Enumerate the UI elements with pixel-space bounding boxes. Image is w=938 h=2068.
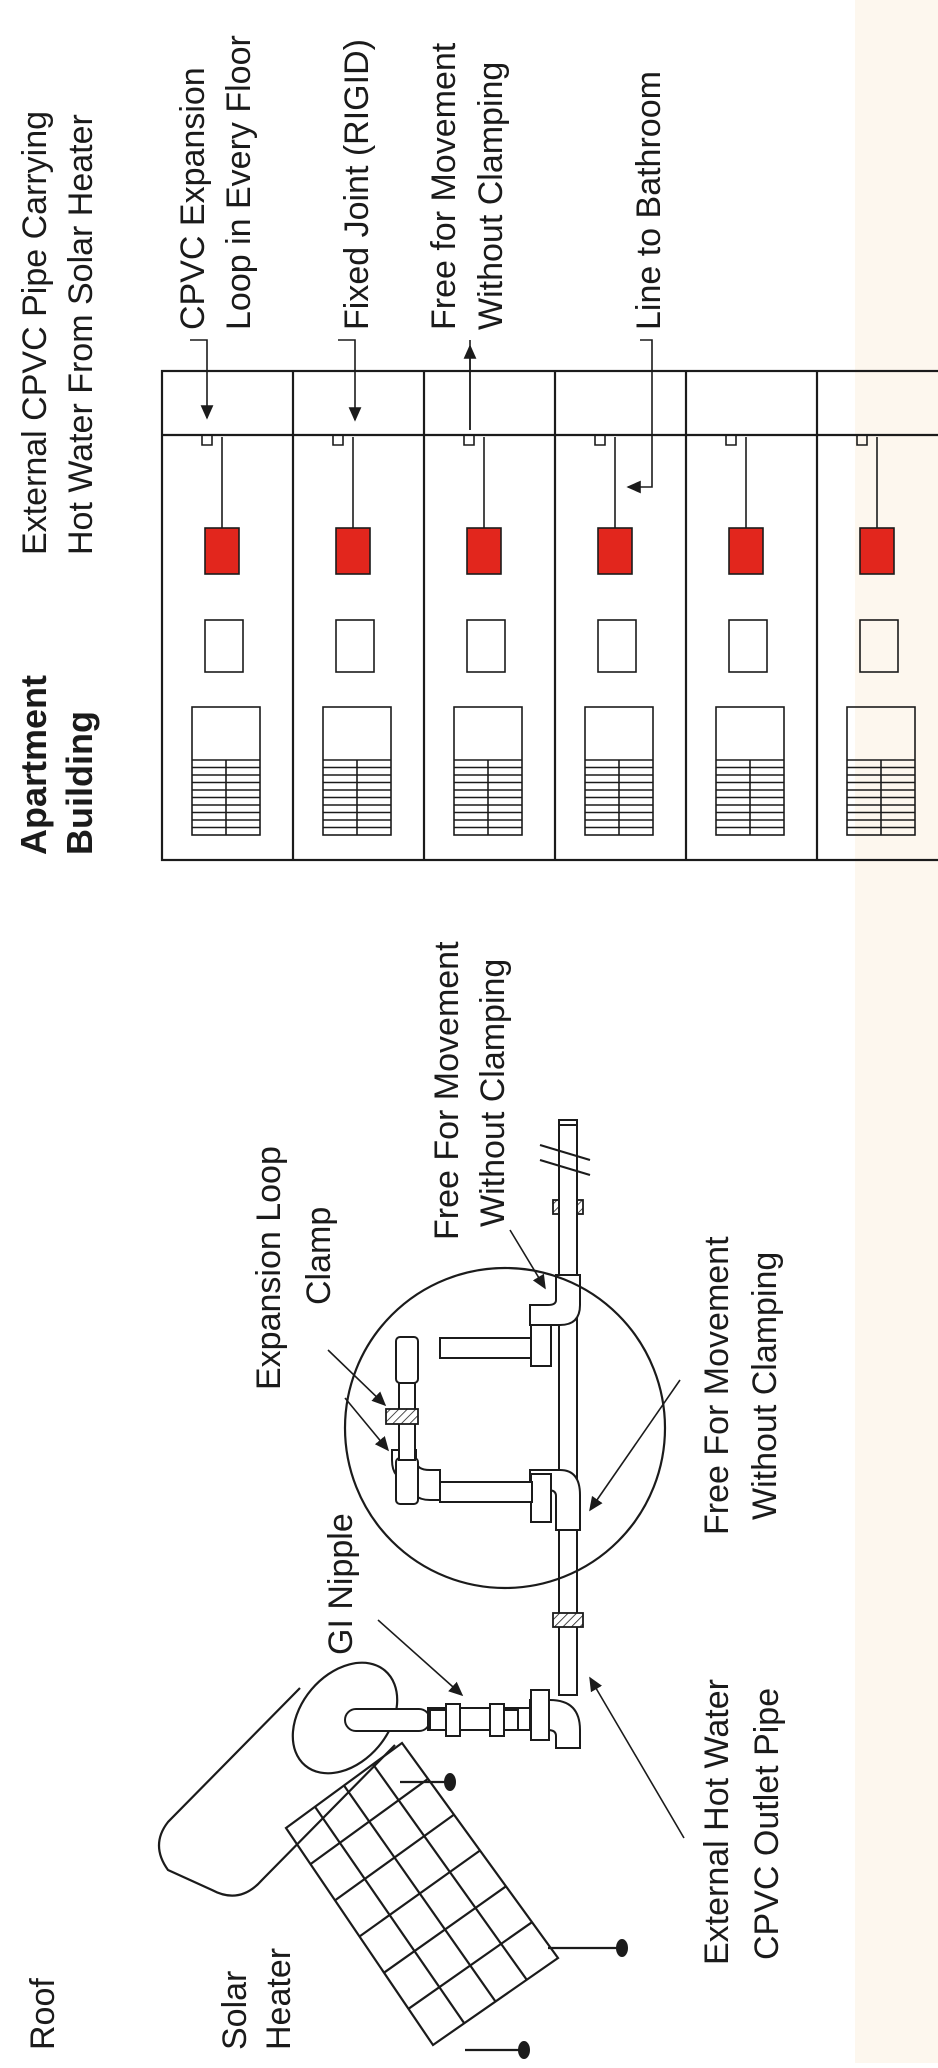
geyser-unit bbox=[597, 527, 633, 575]
floor-4 bbox=[553, 371, 654, 860]
geyser-unit bbox=[859, 527, 895, 575]
expansion-loop-circle bbox=[343, 1266, 667, 1590]
svg-text:Building: Building bbox=[59, 711, 100, 855]
geyser-unit bbox=[466, 527, 502, 575]
svg-text:Heater: Heater bbox=[260, 1948, 298, 2050]
geyser-unit bbox=[335, 527, 371, 575]
floor-3 bbox=[422, 371, 523, 860]
solar-panel-grid bbox=[284, 1741, 560, 2047]
label-free-lower: Free For Movement Without Clamping bbox=[698, 1236, 784, 1535]
svg-text:Expansion Loop: Expansion Loop bbox=[250, 1146, 288, 1390]
floor-1 bbox=[191, 435, 261, 836]
window bbox=[466, 619, 506, 673]
window bbox=[597, 619, 637, 673]
pipe-assembly bbox=[385, 1119, 591, 1749]
background-panel bbox=[855, 0, 938, 2063]
expansion-loop bbox=[332, 435, 344, 446]
svg-text:Solar: Solar bbox=[216, 1971, 254, 2050]
svg-text:Free for Movement: Free for Movement bbox=[425, 42, 463, 330]
expansion-loop bbox=[201, 435, 213, 446]
svg-text:Apartment: Apartment bbox=[13, 675, 54, 855]
svg-text:Without Clamping: Without Clamping bbox=[472, 62, 510, 330]
expansion-loop bbox=[463, 435, 475, 446]
solar-heater bbox=[157, 1661, 628, 2059]
label-external-cpvc: External CPVC Pipe Carrying Hot Water Fr… bbox=[16, 111, 100, 555]
svg-text:Without Clamping: Without Clamping bbox=[474, 959, 512, 1227]
label-gi-nipple: GI Nipple bbox=[322, 1513, 360, 1655]
label-apartment-building: Apartment Building bbox=[13, 675, 100, 855]
svg-text:External CPVC Pipe Carrying: External CPVC Pipe Carrying bbox=[16, 111, 54, 555]
svg-text:Free For Movement: Free For Movement bbox=[698, 1236, 736, 1535]
svg-text:Roof: Roof bbox=[24, 1978, 62, 2050]
window bbox=[204, 619, 244, 673]
label-roof: Roof bbox=[24, 1978, 62, 2050]
geyser-unit bbox=[728, 527, 764, 575]
building-annotations bbox=[190, 339, 653, 494]
svg-text:Hot Water From Solar Heater: Hot Water From Solar Heater bbox=[62, 114, 100, 555]
label-cpvc-loop: CPVC Expansion Loop in Every Floor bbox=[174, 35, 258, 330]
label-solar-heater: Solar Heater bbox=[216, 1948, 298, 2050]
label-free-upper: Free For Movement Without Clamping bbox=[428, 941, 512, 1240]
label-free-building: Free for Movement Without Clamping bbox=[425, 42, 510, 330]
pipe-annotations bbox=[327, 1229, 685, 1839]
window bbox=[728, 619, 768, 673]
svg-text:Fixed Joint (RIGID): Fixed Joint (RIGID) bbox=[338, 39, 376, 330]
window bbox=[335, 619, 375, 673]
label-line-bathroom: Line to Bathroom bbox=[630, 71, 668, 330]
expansion-loop bbox=[594, 435, 606, 446]
svg-text:Clamp: Clamp bbox=[300, 1207, 338, 1305]
svg-text:CPVC Outlet Pipe: CPVC Outlet Pipe bbox=[748, 1688, 786, 1960]
window bbox=[859, 619, 899, 673]
apartment-building bbox=[160, 369, 938, 862]
floor-2 bbox=[291, 371, 392, 860]
floor-5 bbox=[684, 371, 785, 860]
svg-text:Free For Movement: Free For Movement bbox=[428, 941, 466, 1240]
floor-6 bbox=[815, 371, 916, 860]
svg-text:Line to Bathroom: Line to Bathroom bbox=[630, 71, 668, 330]
svg-text:GI Nipple: GI Nipple bbox=[322, 1513, 360, 1655]
label-expansion-clamp: Expansion Loop Clamp bbox=[250, 1146, 338, 1390]
expansion-loop bbox=[725, 435, 737, 446]
label-external-outlet: External Hot Water CPVC Outlet Pipe bbox=[698, 1679, 786, 1965]
geyser-unit bbox=[204, 527, 240, 575]
label-fixed-joint: Fixed Joint (RIGID) bbox=[338, 39, 376, 330]
svg-text:Loop in Every Floor: Loop in Every Floor bbox=[220, 35, 258, 330]
svg-text:External Hot Water: External Hot Water bbox=[698, 1679, 736, 1965]
expansion-loop bbox=[856, 435, 868, 446]
svg-text:CPVC Expansion: CPVC Expansion bbox=[174, 67, 212, 330]
svg-text:Without Clamping: Without Clamping bbox=[746, 1252, 784, 1520]
